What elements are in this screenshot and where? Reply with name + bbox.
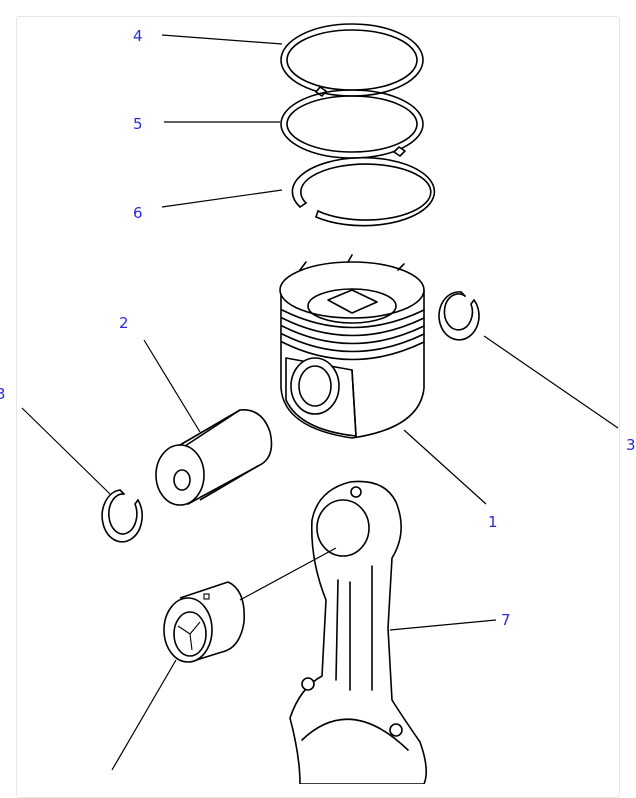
- bushing: [163, 581, 245, 663]
- leader-7: [389, 619, 497, 631]
- piston-ring-4: [280, 23, 424, 97]
- callout-1: 1: [488, 513, 498, 531]
- connecting-rod: [289, 480, 428, 784]
- leader-3-left: [21, 407, 111, 495]
- piston-ring-6: [291, 156, 436, 227]
- callout-6: 6: [133, 204, 143, 222]
- leader-3-right: [483, 335, 619, 429]
- callout-4: 4: [133, 27, 143, 45]
- leader-1: [403, 429, 487, 505]
- callout-5: 5: [133, 115, 143, 133]
- leader-4: [161, 34, 283, 45]
- callout-7: 7: [501, 611, 511, 629]
- callout-3-left: 3: [0, 385, 6, 403]
- leader-2: [143, 339, 201, 433]
- leader-bushing-rod: [239, 547, 337, 601]
- snap-ring-left: [101, 489, 143, 543]
- snap-ring-right: [438, 291, 480, 341]
- piston-ring-5: [280, 89, 424, 159]
- leader-bushing: [111, 659, 177, 771]
- callouts: 4 5 6 2 3 3 1 7: [0, 27, 636, 629]
- leader-6: [161, 189, 283, 208]
- callout-2: 2: [119, 314, 129, 332]
- callout-3-right: 3: [626, 436, 636, 454]
- piston-pin: [155, 409, 273, 506]
- piston: [279, 254, 425, 439]
- leader-lines: [21, 34, 619, 771]
